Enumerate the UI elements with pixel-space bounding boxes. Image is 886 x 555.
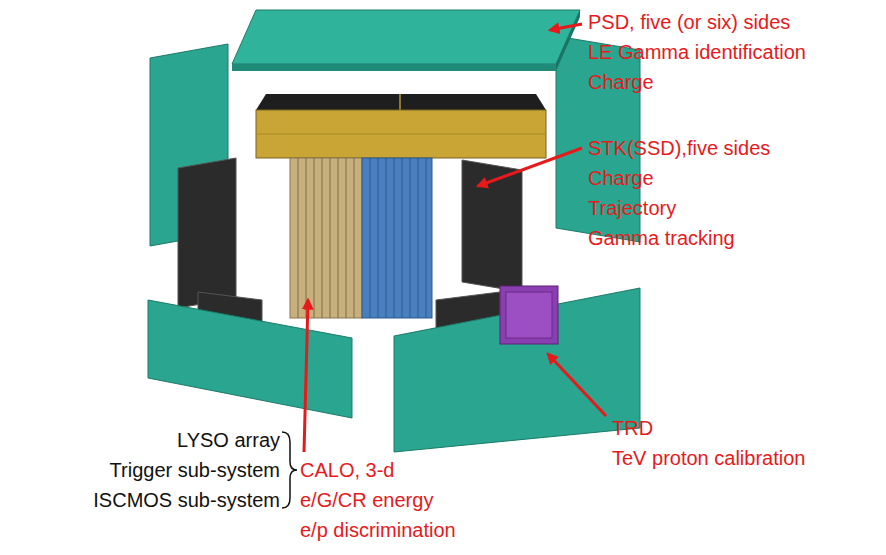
trd-box: [500, 286, 558, 344]
callout-text: PSD, five (or six) sides: [588, 10, 790, 34]
trd-box: [506, 292, 552, 338]
leader-arrow: [304, 300, 308, 452]
psd-panel: [232, 10, 580, 64]
callout-text: STK(SSD),five sides: [588, 136, 770, 160]
psd-panel-edge: [232, 64, 556, 71]
callout-text: TeV proton calibration: [612, 446, 805, 470]
support-frame: [256, 110, 546, 158]
callout-text: LE Gamma identification: [588, 40, 806, 64]
callout-text: e/p discrimination: [300, 518, 456, 542]
stk-top: [399, 94, 401, 110]
brace: [282, 432, 297, 508]
psd-panel-edge: [556, 10, 580, 71]
subsystem-text: Trigger sub-system: [110, 458, 280, 482]
subsystem-text: ISCMOS sub-system: [93, 488, 280, 512]
stk-panel: [178, 158, 236, 308]
support-frame: [256, 134, 546, 135]
callout-text: TRD: [612, 416, 653, 440]
leader-arrow: [550, 24, 582, 30]
callout-text: Charge: [588, 166, 654, 190]
leader-arrow: [548, 354, 606, 416]
calorimeter: [362, 158, 432, 318]
callout-text: Charge: [588, 70, 654, 94]
callout-text: CALO, 3-d: [300, 458, 394, 482]
calorimeter-strips: [370, 158, 426, 318]
calorimeter: [290, 158, 362, 318]
psd-panel: [394, 288, 640, 452]
callout-text: e/G/CR energy: [300, 488, 433, 512]
callout-text: Trajectory: [588, 196, 676, 220]
subsystem-text: LYSO array: [177, 428, 280, 452]
stk-top: [256, 94, 546, 110]
calorimeter-strips: [298, 158, 354, 318]
psd-panel: [148, 300, 352, 418]
callout-text: Gamma tracking: [588, 226, 735, 250]
leader-arrow: [478, 148, 582, 186]
